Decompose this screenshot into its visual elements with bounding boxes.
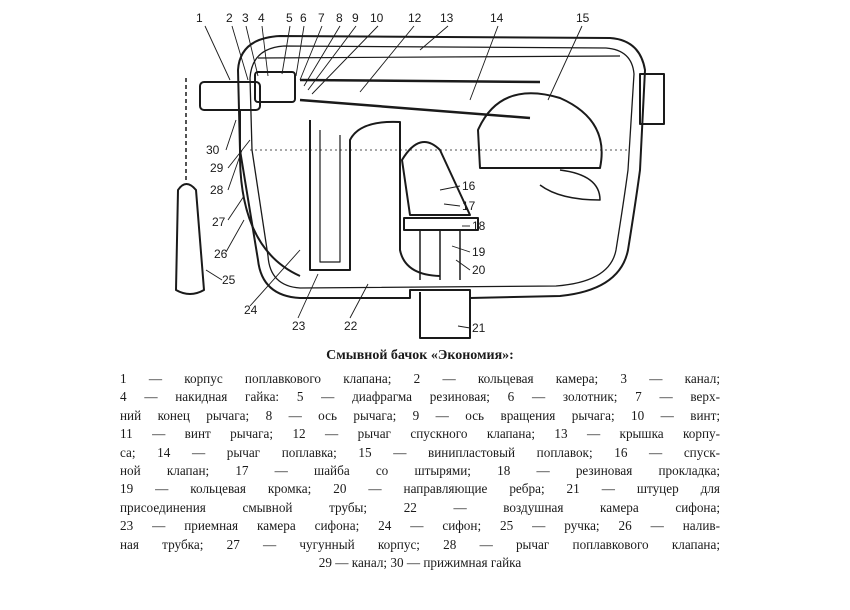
label-6: 6 bbox=[300, 11, 307, 25]
label-28: 28 bbox=[210, 183, 224, 197]
label-5: 5 bbox=[286, 11, 293, 25]
flush-lever bbox=[299, 78, 541, 84]
label-25: 25 bbox=[222, 273, 236, 287]
legend-line: са; 14 — рычаг поплавка; 15 — винипласто… bbox=[120, 444, 720, 460]
caption-legend: 1 — корпус поплавкового клапана; 2 — кол… bbox=[120, 370, 720, 572]
siphon-inner bbox=[319, 130, 341, 263]
float-arc bbox=[539, 169, 601, 201]
label-13: 13 bbox=[440, 11, 454, 25]
label-17: 17 bbox=[462, 199, 476, 213]
label-29: 29 bbox=[210, 161, 224, 175]
cistern-body bbox=[237, 35, 646, 299]
label-14: 14 bbox=[490, 11, 504, 25]
label-27: 27 bbox=[212, 215, 226, 229]
label-15: 15 bbox=[576, 11, 590, 25]
valve-nut bbox=[254, 71, 296, 103]
label-24: 24 bbox=[244, 303, 258, 317]
legend-line: ной клапан; 17 — шайба со штырями; 18 — … bbox=[120, 463, 720, 479]
siphon bbox=[309, 120, 441, 277]
toilet-cistern-diagram: 1 2 3 4 5 6 7 8 9 10 12 13 14 15 16 17 1… bbox=[175, 11, 665, 339]
flush-valve bbox=[401, 141, 471, 216]
lid bbox=[257, 55, 621, 59]
label-12: 12 bbox=[408, 11, 422, 25]
label-4: 4 bbox=[258, 11, 265, 25]
legend-line: 1 — корпус поплавкового клапана; 2 — кол… bbox=[120, 371, 720, 386]
float bbox=[477, 92, 603, 169]
label-16: 16 bbox=[462, 179, 476, 193]
legend-line: 29 — канал; 30 — прижимная гайка bbox=[318, 555, 522, 571]
label-30: 30 bbox=[206, 143, 220, 157]
guide-ribs bbox=[419, 230, 461, 280]
legend-line: ний конец рычага; 8 — ось рычага; 9 — ос… bbox=[120, 407, 720, 423]
label-2: 2 bbox=[226, 11, 233, 25]
label-10: 10 bbox=[370, 11, 384, 25]
valve-seat bbox=[403, 217, 479, 231]
legend-line: 19 — кольцевая кромка; 20 — направляющие… bbox=[120, 481, 720, 497]
legend-line: ная трубка; 27 — чугунный корпус; 28 — р… bbox=[120, 536, 720, 552]
label-18: 18 bbox=[472, 219, 486, 233]
outlet-pipe bbox=[419, 292, 471, 339]
label-3: 3 bbox=[242, 11, 249, 25]
legend-line: присоединения смывной трубы; 22 — воздуш… bbox=[120, 499, 720, 515]
label-7: 7 bbox=[318, 11, 325, 25]
float-lever bbox=[299, 98, 531, 120]
caption-title: Смывной бачок «Экономия»: bbox=[326, 348, 514, 363]
label-21: 21 bbox=[472, 321, 486, 335]
label-22: 22 bbox=[344, 319, 358, 333]
label-9: 9 bbox=[352, 11, 359, 25]
valve-housing bbox=[199, 81, 261, 111]
cistern-inner-wall bbox=[249, 45, 635, 289]
pull-handle bbox=[175, 183, 205, 295]
caption: Смывной бачок «Экономия»: 1 — корпус поп… bbox=[120, 348, 720, 572]
legend-line: 23 — приемная камера сифона; 24 — сифон;… bbox=[120, 518, 720, 534]
right-bracket bbox=[639, 73, 665, 125]
label-26: 26 bbox=[214, 247, 228, 261]
legend-line: 11 — винт рычага; 12 — рычаг спускного к… bbox=[120, 426, 720, 442]
label-20: 20 bbox=[472, 263, 486, 277]
label-23: 23 bbox=[292, 319, 306, 333]
legend-line: 4 — накидная гайка: 5 — диафрагма резино… bbox=[120, 389, 720, 405]
fill-tube bbox=[239, 110, 301, 277]
label-8: 8 bbox=[336, 11, 343, 25]
label-19: 19 bbox=[472, 245, 486, 259]
label-1: 1 bbox=[196, 11, 203, 25]
